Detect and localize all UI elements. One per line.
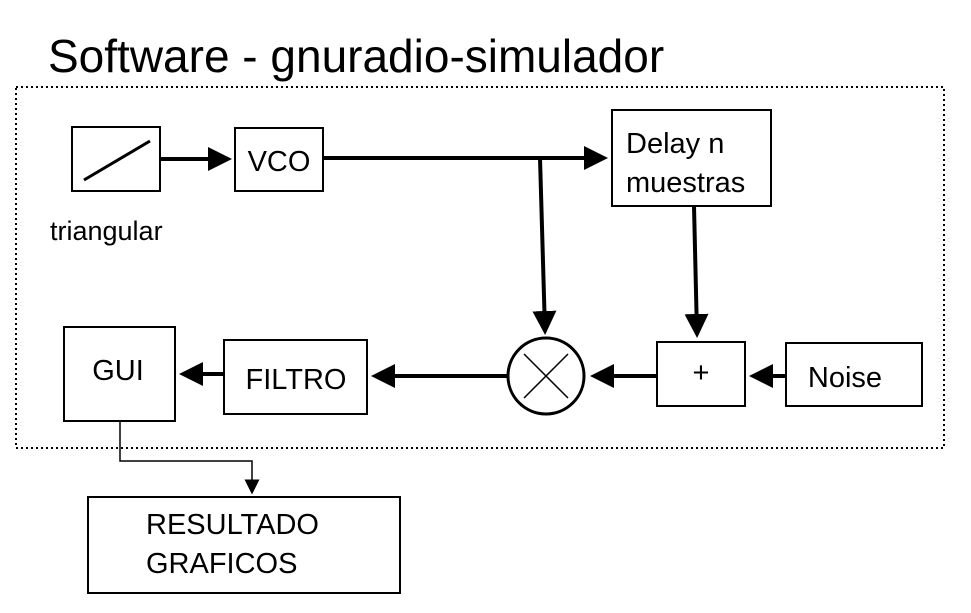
triangular-label: triangular [50, 216, 163, 246]
noise-label: Noise [808, 362, 882, 394]
triangular-block [71, 126, 161, 192]
gui-block: GUI [63, 326, 176, 422]
arrow-delay-to-adder [684, 205, 709, 338]
filtro-block: FILTRO [223, 339, 368, 415]
noise-block: Noise [785, 342, 923, 407]
vco-block: VCO [234, 127, 324, 192]
multiplier-node [506, 336, 586, 416]
arrow-gui-to-resultado [119, 421, 260, 495]
adder-label: + [693, 357, 710, 389]
filtro-label: FILTRO [246, 364, 347, 396]
arrow-vco-to-multiplier [532, 157, 557, 335]
delay-label-line2: muestras [626, 167, 745, 199]
resultado-label-line1: RESULTADO [146, 509, 319, 541]
delay-block: Delay n muestras [611, 109, 772, 207]
resultado-block: RESULTADO GRAFICOS [87, 496, 401, 594]
adder-block: + [656, 341, 746, 407]
ramp-icon [83, 139, 151, 182]
diagram-title: Software - gnuradio-simulador [48, 30, 664, 82]
resultado-label-line2: GRAFICOS [146, 548, 297, 580]
gui-label: GUI [92, 355, 144, 387]
delay-label-line1: Delay n [626, 128, 724, 160]
vco-label: VCO [248, 146, 311, 178]
